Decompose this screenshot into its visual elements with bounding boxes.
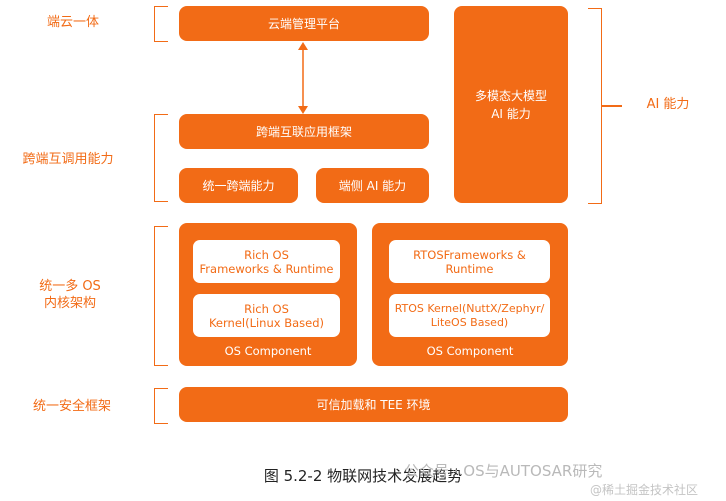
bracket-ai-tick [602, 105, 622, 107]
double-arrow-icon [298, 42, 308, 114]
trusted-loading-box: 可信加载和 TEE 环境 [179, 387, 568, 422]
rich-os-component-label: OS Component [224, 344, 312, 358]
cross-framework-box: 跨端互联应用框架 [179, 114, 429, 149]
edge-ai-box: 端侧 AI 能力 [316, 168, 429, 203]
multimodal-box: 多模态大模型 AI 能力 [454, 6, 568, 203]
bracket-cloud [154, 6, 168, 42]
rtos-frameworks-box: RTOSFrameworks & Runtime [389, 240, 550, 283]
label-security: 统一安全框架 [32, 399, 111, 414]
bracket-security [154, 388, 168, 424]
watermark-text-2: @稀土掘金技术社区 [590, 483, 699, 497]
rich-os-frameworks-box: Rich OS Frameworks & Runtime [193, 240, 340, 283]
label-ai: AI 能力 [646, 97, 690, 112]
figure-caption: 图 5.2-2 物联网技术发展趋势 [263, 467, 463, 485]
rtos-component-label: OS Component [426, 344, 514, 358]
bracket-os [154, 226, 168, 366]
rtos-kernel-box: RTOS Kernel(NuttX/Zephyr/ LiteOS Based) [389, 294, 550, 337]
watermark-text: 公众号 · OS与AUTOSAR研究 [404, 462, 603, 480]
cross-capability-box: 统一跨端能力 [179, 168, 298, 203]
bracket-interop [154, 114, 168, 202]
bracket-ai [588, 8, 602, 204]
label-os-arch: 统一多 OS 内核架构 [39, 279, 101, 311]
rich-os-kernel-box: Rich OS Kernel(Linux Based) [193, 294, 340, 337]
cloud-platform-box: 云端管理平台 [179, 6, 429, 41]
label-interop: 跨端互调用能力 [22, 152, 114, 167]
label-cloud-side: 端云一体 [46, 15, 99, 30]
